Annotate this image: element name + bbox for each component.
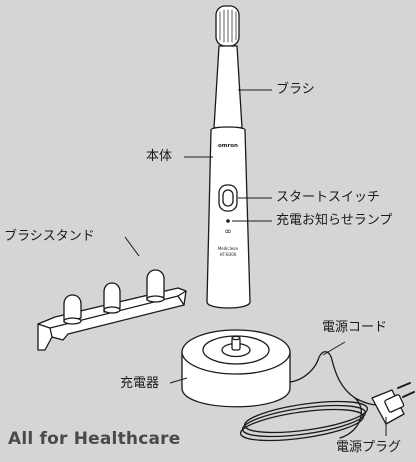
label-brush-head: ブラシ — [276, 82, 315, 97]
label-charge-lamp: 充電お知らせランプ — [276, 213, 393, 228]
model-line-1: Mediclean — [218, 246, 239, 251]
stand-peg — [146, 269, 165, 303]
leader-power-cord — [322, 341, 346, 356]
start-switch — [218, 184, 238, 212]
label-body: 本体 — [146, 149, 173, 164]
bristle-head — [215, 5, 240, 47]
model-line-2: HT-B306 — [220, 252, 237, 257]
handle-body — [206, 126, 251, 309]
brush-stand-illustration — [37, 269, 187, 351]
brand-tagline: All for Healthcare — [8, 429, 181, 449]
toothbrush: omron ∞ Mediclean HT-B306 — [206, 5, 251, 309]
label-start-switch: スタートスイッチ — [276, 190, 381, 205]
brand-logo: omron — [218, 143, 238, 149]
charger-illustration — [181, 329, 291, 408]
brush-neck — [213, 45, 243, 129]
charge-lamp-symbol: ∞ — [224, 227, 232, 237]
label-power-cord: 電源コード — [322, 320, 388, 335]
stand-peg — [63, 294, 82, 325]
label-brush-stand: ブラシスタンド — [4, 229, 95, 244]
power-plug-illustration — [371, 382, 415, 425]
power-cord-illustration — [239, 351, 393, 442]
label-power-plug: 電源プラグ — [336, 440, 402, 455]
charge-lamp — [226, 219, 230, 223]
leader-charger — [169, 377, 188, 384]
label-charger: 充電器 — [120, 376, 160, 391]
stand-peg — [103, 282, 121, 314]
leader-brush-stand — [124, 236, 140, 257]
